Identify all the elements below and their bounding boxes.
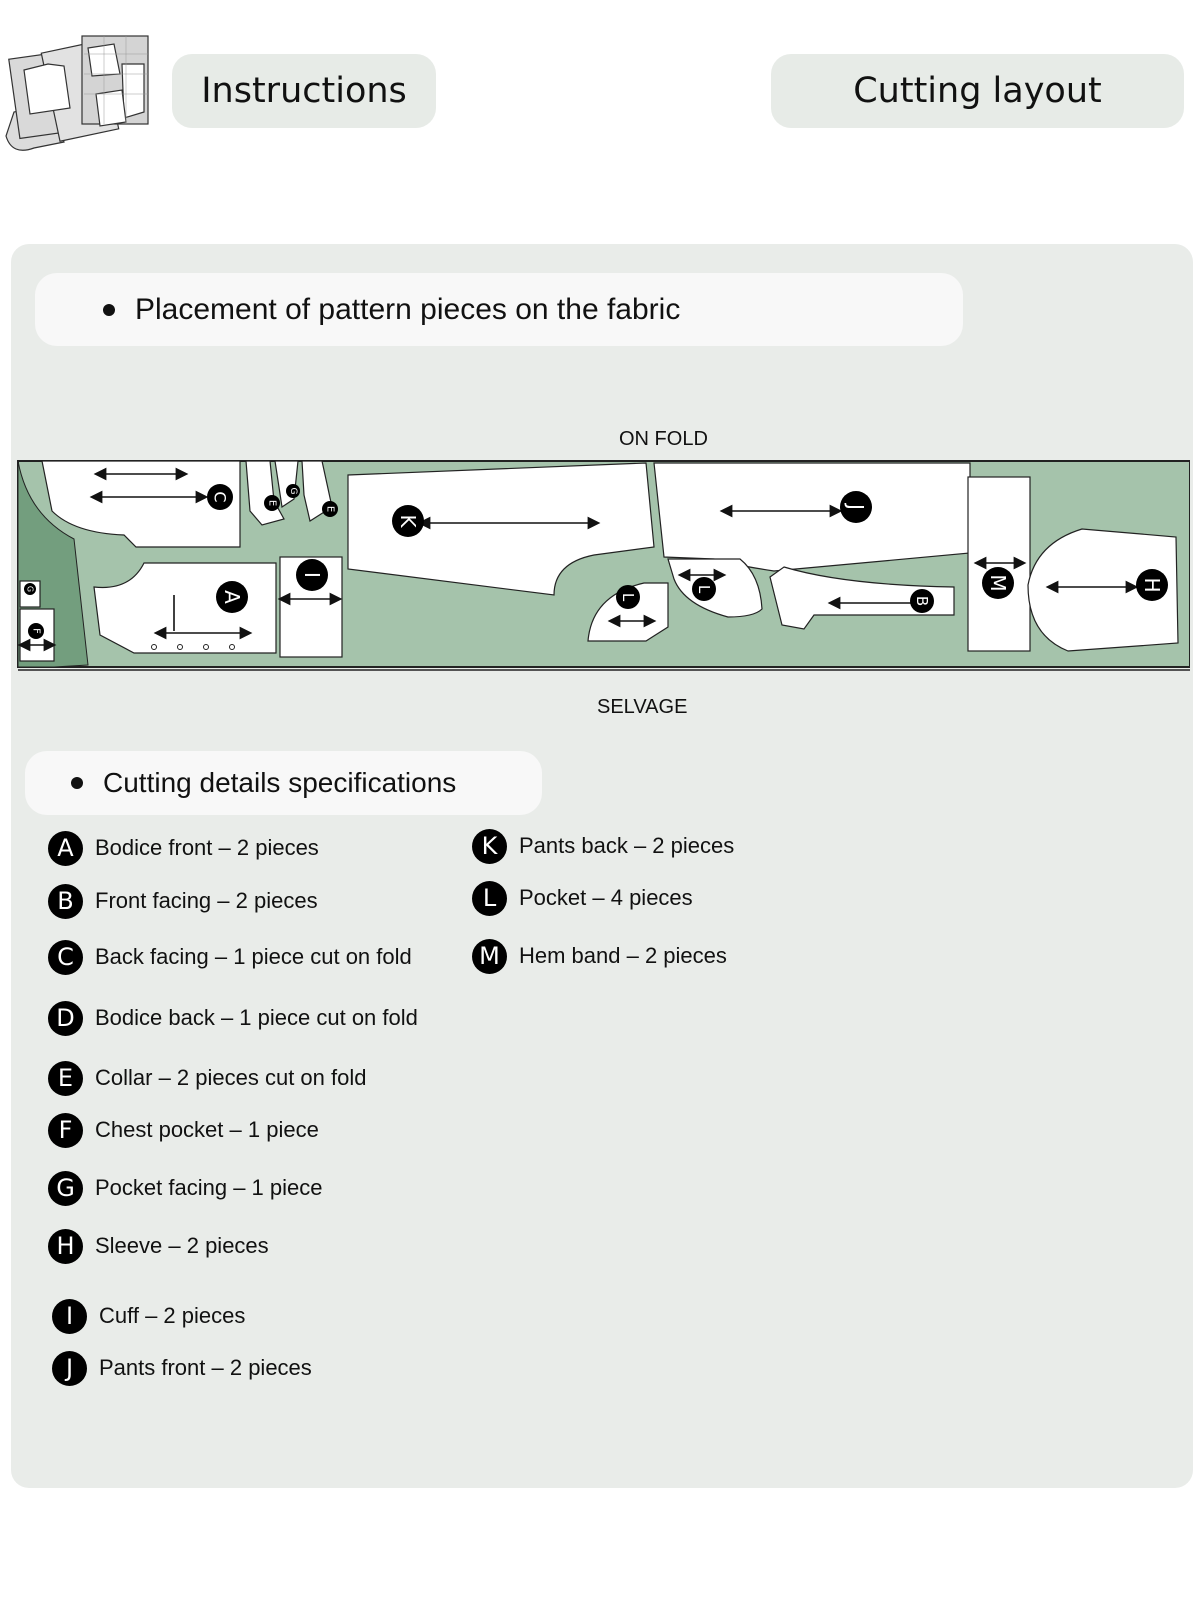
spec-item-label: Pants front – 2 pieces: [99, 1355, 312, 1380]
bullet-icon: [71, 777, 83, 789]
spec-item-k: K Pants back – 2 pieces: [472, 828, 735, 864]
diagram-piece-label-e: E: [322, 501, 338, 517]
cutting-layout-diagram: C E G E K J A I L L B M H G F: [17, 460, 1190, 671]
diagram-piece-label-l: L: [692, 577, 716, 601]
svg-text:A: A: [220, 590, 244, 604]
cutting-section-heading: Cutting details specifications: [25, 751, 542, 815]
piece-C-shape: [41, 460, 241, 548]
on-fold-label: ON FOLD: [619, 428, 708, 450]
spec-item-label: Pants back – 2 pieces: [519, 833, 735, 858]
spec-item-m: M Hem band – 2 pieces: [472, 938, 727, 974]
instructions-tab[interactable]: Instructions: [172, 54, 436, 128]
diagram-piece-label-e: E: [264, 495, 280, 511]
diagram-piece-label-l: L: [616, 585, 640, 609]
spec-item-label: Front facing – 2 pieces: [95, 888, 318, 913]
spec-item-label: Sleeve – 2 pieces: [95, 1233, 269, 1258]
diagram-piece-label-g: G: [24, 583, 36, 595]
spec-item-label: Bodice back – 1 piece cut on fold: [95, 1005, 418, 1030]
spec-item-d: D Bodice back – 1 piece cut on fold: [48, 1000, 418, 1036]
svg-text:B: B: [913, 596, 931, 606]
spec-item-l: L Pocket – 4 pieces: [472, 880, 693, 916]
diagram-piece-label-f: F: [28, 623, 44, 639]
piece-letter-badge: I: [52, 1298, 87, 1334]
placement-title: Placement of pattern pieces on the fabri…: [135, 292, 681, 326]
svg-text:L: L: [619, 593, 637, 602]
svg-text:C: C: [211, 491, 230, 502]
svg-text:L: L: [695, 585, 713, 594]
diagram-piece-label-b: B: [910, 589, 934, 613]
diagram-piece-label-a: A: [216, 581, 248, 613]
selvage-label: SELVAGE: [597, 696, 688, 718]
piece-letter-badge: D: [48, 1000, 83, 1036]
spec-item-j: J Pants front – 2 pieces: [52, 1350, 312, 1386]
piece-letter-badge: E: [48, 1060, 83, 1096]
piece-letter-badge: J: [52, 1350, 87, 1386]
spec-item-c: C Back facing – 1 piece cut on fold: [48, 939, 412, 975]
svg-text:I: I: [300, 572, 324, 578]
spec-item-label: Pocket facing – 1 piece: [95, 1175, 323, 1200]
spec-item-h: H Sleeve – 2 pieces: [48, 1228, 269, 1264]
svg-text:E: E: [325, 506, 336, 512]
svg-text:G: G: [288, 488, 298, 495]
spec-item-a: A Bodice front – 2 pieces: [48, 830, 319, 866]
cutting-title: Cutting details specifications: [103, 767, 457, 798]
cutting-layout-tab[interactable]: Cutting layout: [771, 54, 1184, 128]
svg-text:K: K: [396, 514, 420, 528]
svg-text:M: M: [986, 574, 1010, 591]
spec-item-g: G Pocket facing – 1 piece: [48, 1170, 323, 1206]
diagram-piece-label-m: M: [982, 567, 1014, 599]
piece-letter-badge: G: [48, 1170, 83, 1206]
pattern-sheets-logo: [5, 35, 149, 151]
piece-letter-badge: C: [48, 939, 83, 975]
spec-item-label: Chest pocket – 1 piece: [95, 1117, 319, 1142]
piece-letter-badge: L: [472, 880, 507, 916]
spec-item-b: B Front facing – 2 pieces: [48, 883, 318, 919]
svg-text:E: E: [267, 500, 278, 506]
content-panel: [11, 244, 1193, 1488]
piece-letter-badge: B: [48, 883, 83, 919]
piece-letter-badge: A: [48, 830, 83, 866]
bullet-icon: [103, 303, 115, 316]
placement-section-heading: Placement of pattern pieces on the fabri…: [35, 273, 963, 346]
spec-item-i: I Cuff – 2 pieces: [52, 1298, 246, 1334]
diagram-piece-label-j: J: [840, 491, 872, 523]
spec-item-label: Bodice front – 2 pieces: [95, 835, 319, 860]
spec-item-label: Back facing – 1 piece cut on fold: [95, 944, 412, 969]
diagram-piece-label-i: I: [296, 559, 328, 591]
spec-item-e: E Collar – 2 pieces cut on fold: [48, 1060, 367, 1096]
piece-letter-badge: H: [48, 1228, 83, 1264]
spec-item-label: Pocket – 4 pieces: [519, 885, 693, 910]
svg-text:H: H: [1140, 577, 1164, 592]
svg-text:J: J: [844, 502, 868, 510]
piece-J-shape: [653, 462, 971, 572]
diagram-piece-label-c: C: [207, 484, 233, 510]
piece-letter-badge: M: [472, 938, 507, 974]
spec-item-f: F Chest pocket – 1 piece: [48, 1112, 319, 1148]
piece-letter-badge: F: [48, 1112, 83, 1148]
diagram-piece-label-g: G: [286, 484, 300, 498]
svg-text:F: F: [31, 628, 42, 634]
piece-M-shape: [967, 476, 1031, 652]
diagram-piece-label-k: K: [392, 505, 424, 537]
spec-item-label: Hem band – 2 pieces: [519, 943, 727, 968]
spec-item-label: Cuff – 2 pieces: [99, 1303, 246, 1328]
spec-item-label: Collar – 2 pieces cut on fold: [95, 1065, 367, 1090]
piece-letter-badge: K: [472, 828, 507, 864]
svg-text:G: G: [26, 586, 35, 592]
diagram-piece-label-h: H: [1136, 569, 1168, 601]
